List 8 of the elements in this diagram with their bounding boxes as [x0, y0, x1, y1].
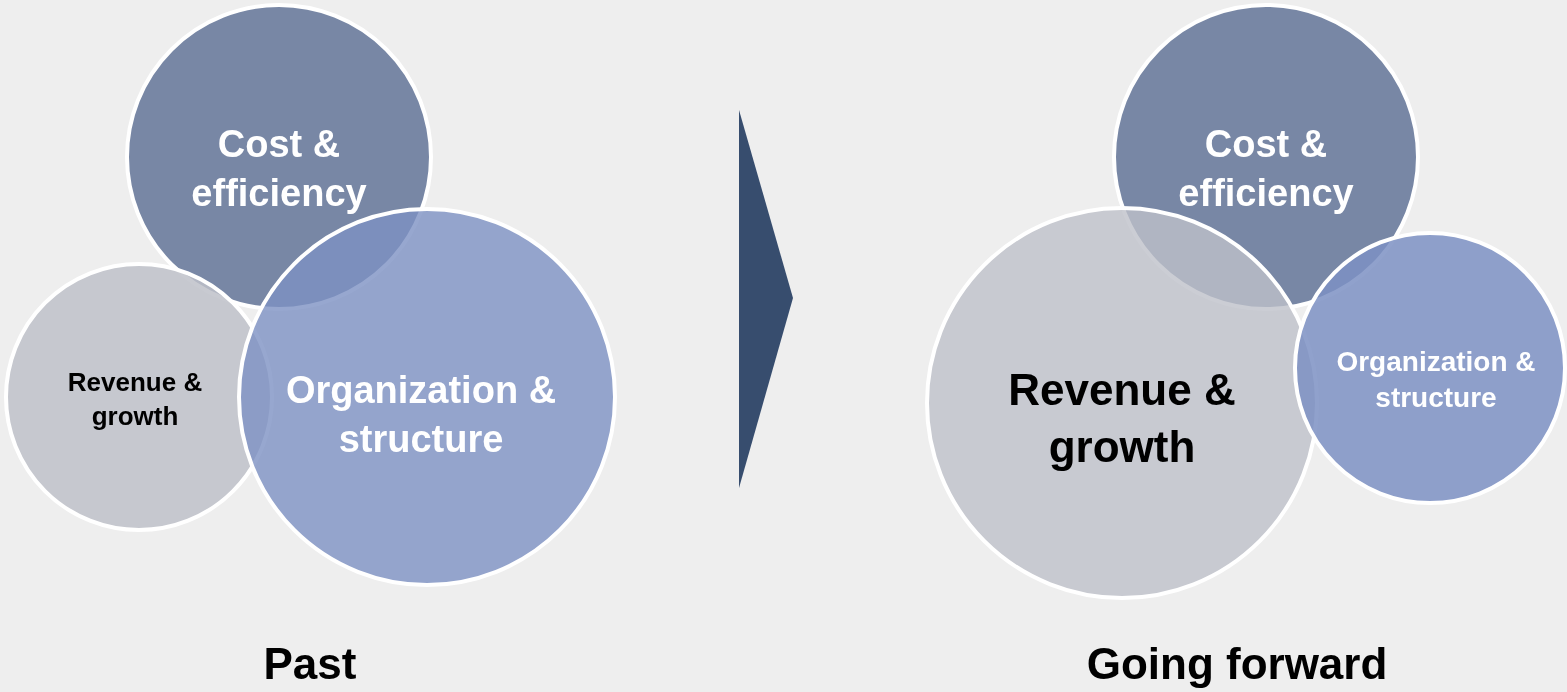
circle-label: Revenue & growth — [66, 366, 204, 433]
circle-label: Organization & structure — [1335, 344, 1537, 415]
caption-label: Going forward — [1086, 639, 1388, 689]
circle-label: Organization & structure — [284, 367, 558, 462]
circle-label: Cost & efficiency — [1177, 121, 1355, 216]
circle-label: Cost & efficiency — [190, 121, 368, 216]
caption-label: Past — [263, 639, 357, 689]
circle-label: Revenue & growth — [1007, 363, 1237, 473]
